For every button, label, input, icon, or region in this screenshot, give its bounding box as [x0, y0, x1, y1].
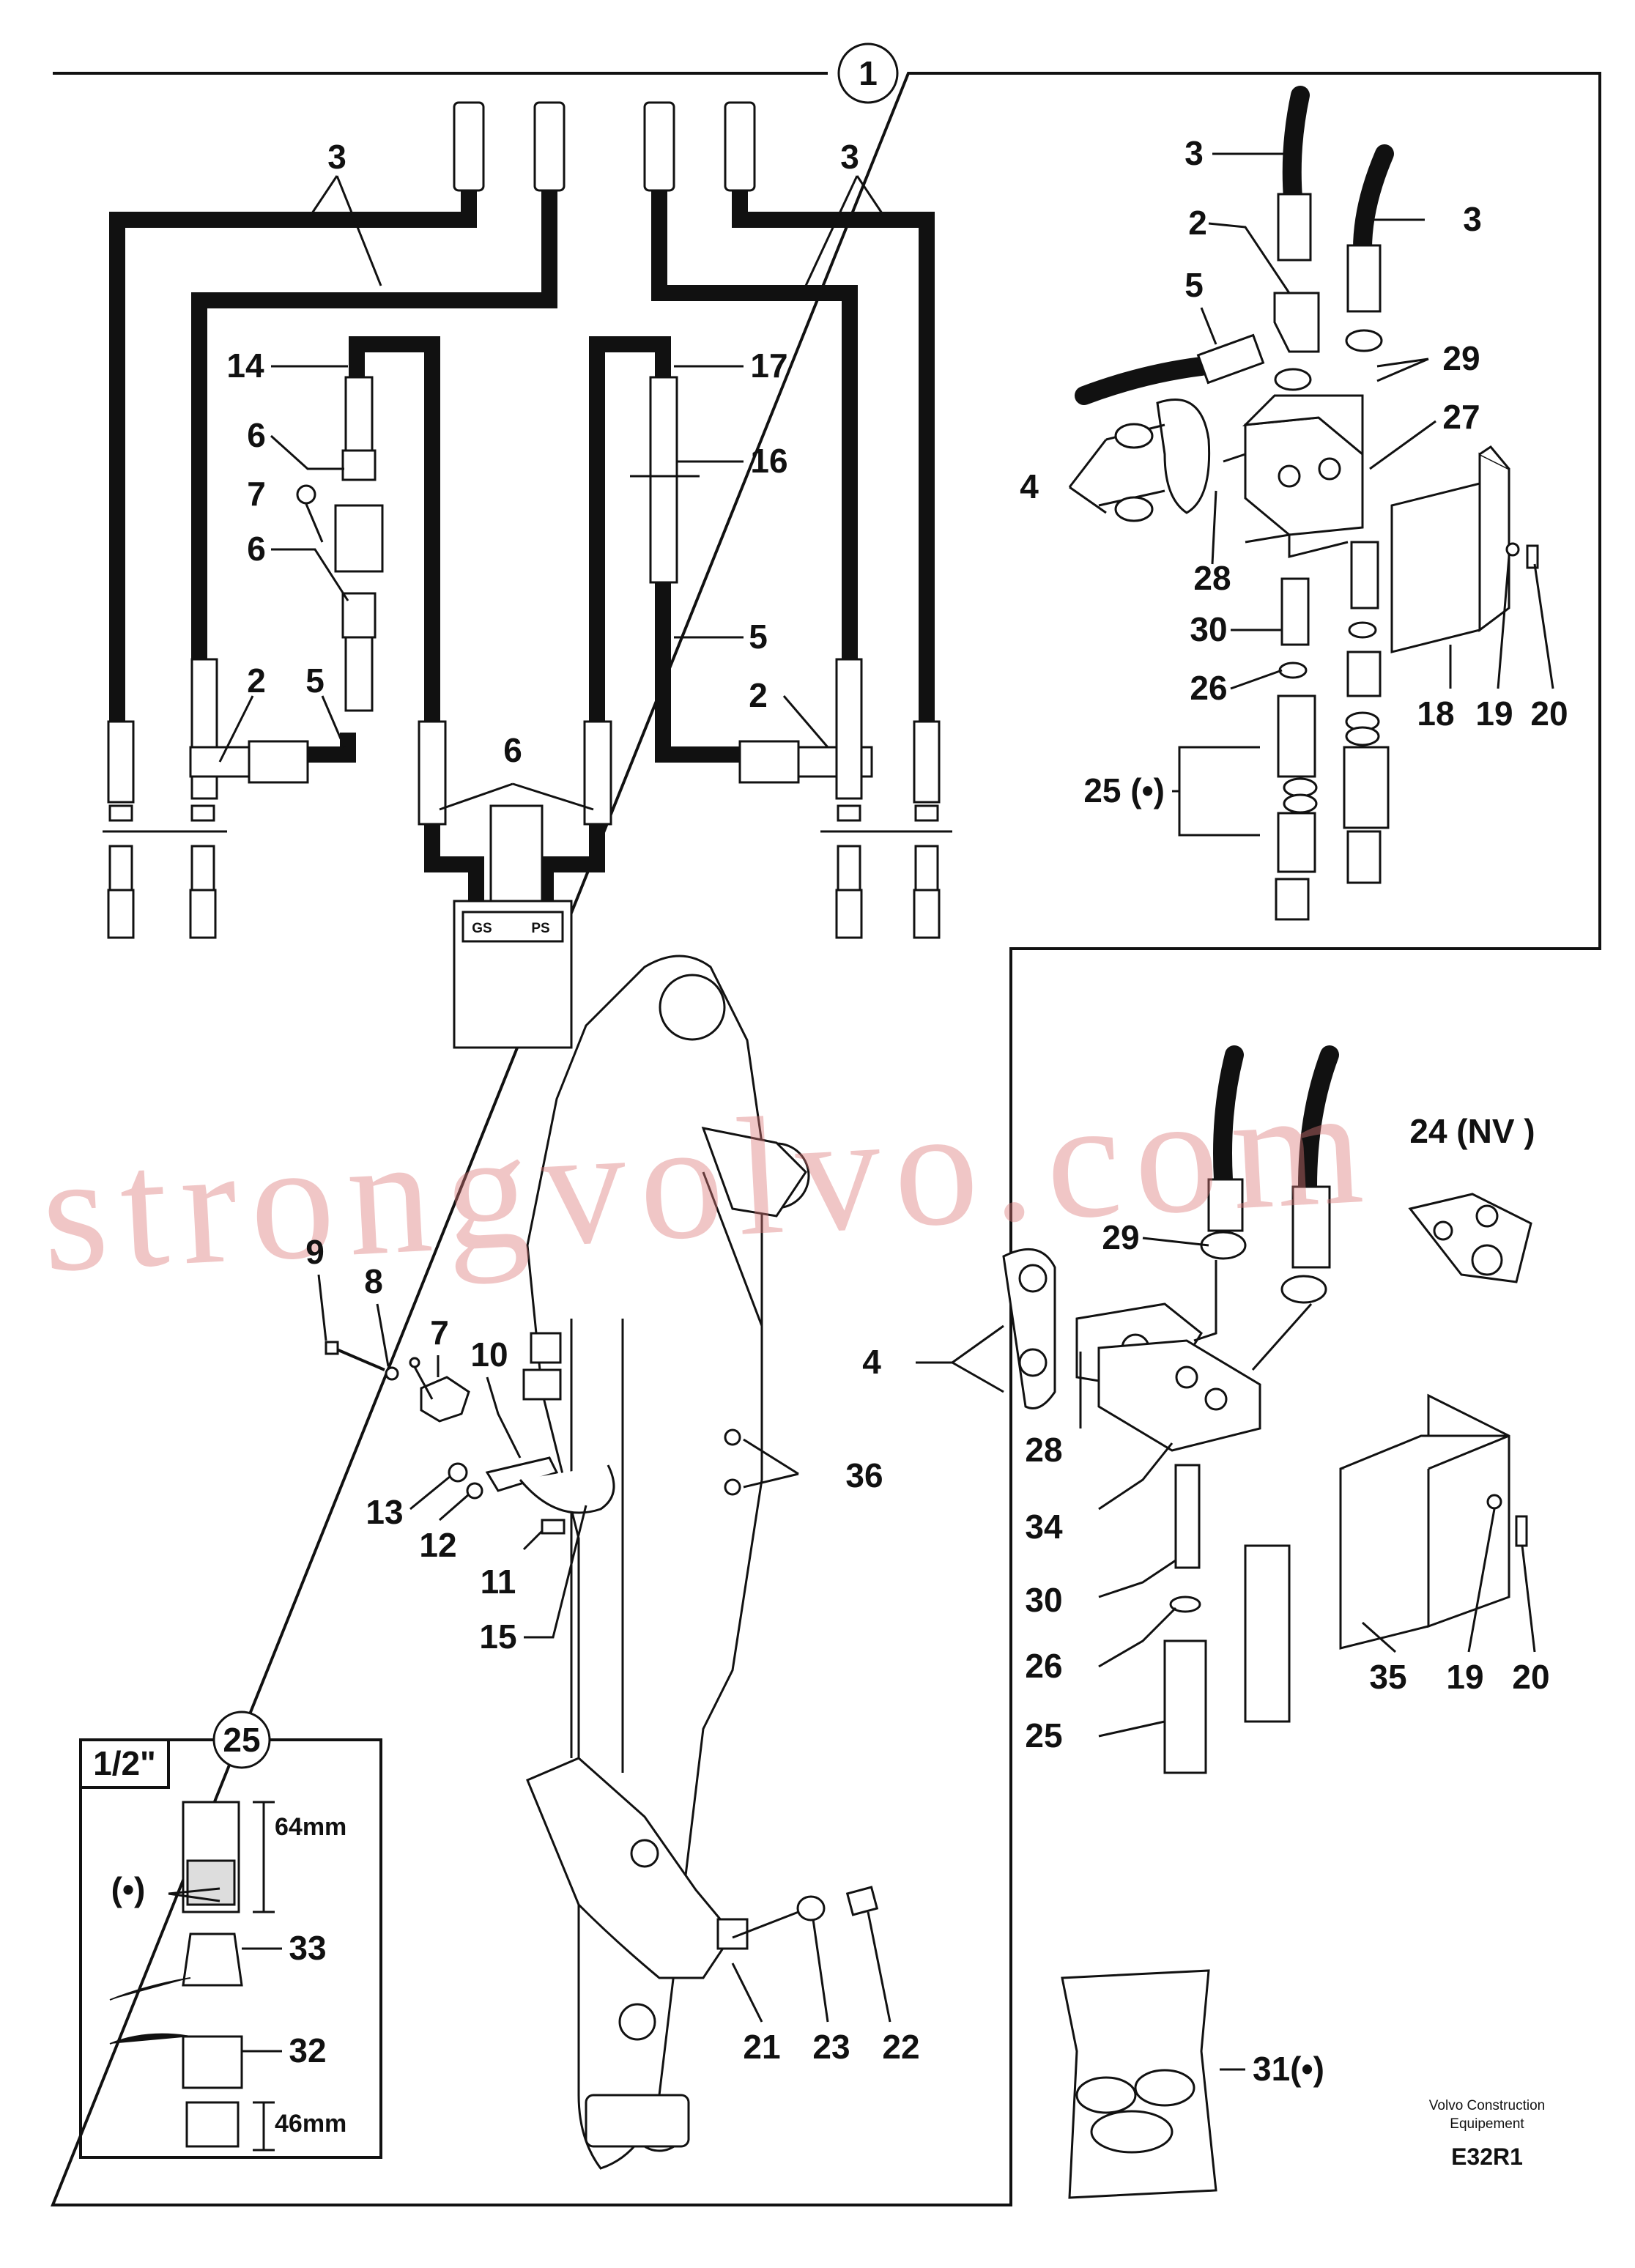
label-36: 36	[845, 1456, 883, 1494]
top-callout-circle	[837, 42, 899, 104]
label-12: 12	[419, 1526, 456, 1564]
label-24-nv: 24 (NV )	[1409, 1112, 1535, 1150]
label-3: 3	[840, 138, 859, 176]
label-5: 5	[749, 618, 768, 656]
top-callout-number: 1	[859, 54, 878, 92]
label-11: 11	[481, 1563, 516, 1601]
label-29: 29	[1102, 1218, 1139, 1256]
label-7: 7	[247, 475, 266, 513]
label-26: 26	[1190, 669, 1227, 707]
label-3: 3	[1463, 200, 1482, 238]
label-3: 3	[1184, 134, 1204, 172]
label-8: 8	[364, 1262, 383, 1300]
label-6: 6	[503, 731, 522, 769]
label-34: 34	[1025, 1508, 1063, 1546]
leader-lines-top-right	[1068, 152, 1554, 837]
label-14: 14	[226, 346, 264, 385]
seal-kit-bag	[1061, 1969, 1245, 2199]
label-28: 28	[1025, 1431, 1062, 1469]
inset-size-label: 1/2"	[93, 1744, 156, 1782]
label-25: 25 (•)	[1083, 771, 1165, 809]
coupler-assembly-bottom	[1002, 1045, 1532, 1774]
label-10: 10	[470, 1335, 508, 1374]
label-5: 5	[305, 662, 325, 700]
label-3: 3	[327, 138, 346, 176]
leader-lines-clamp	[317, 1274, 799, 1639]
hose-routing-left: GS PS	[103, 101, 612, 1049]
label-20: 20	[1530, 694, 1568, 733]
diagram-frame	[51, 72, 1601, 2206]
label-25: 25	[1025, 1716, 1062, 1754]
label-29: 29	[1442, 339, 1480, 377]
label-2: 2	[247, 662, 266, 700]
label-33: 33	[289, 1929, 326, 1967]
label-19: 19	[1475, 694, 1513, 733]
boom-bolts	[731, 1886, 891, 2023]
footer-line2: Equipement	[1450, 2116, 1524, 2132]
label-35: 35	[1369, 1658, 1406, 1696]
coupler-assembly-top	[1075, 86, 1539, 921]
label-21: 21	[743, 2028, 780, 2066]
label-30: 30	[1025, 1581, 1062, 1619]
leader-lines-bottom-right	[916, 1237, 1536, 1738]
callout-labels: 3 3 3 3 14 6 7 6 2 5 6 17 16 5 2 2 5 29 …	[226, 134, 1568, 2088]
label-27: 27	[1442, 398, 1480, 436]
label-13: 13	[366, 1493, 403, 1531]
label-4: 4	[862, 1343, 881, 1381]
label-9: 9	[305, 1233, 325, 1271]
label-15: 15	[479, 1617, 516, 1656]
dimension-bottom: 46mm	[275, 2110, 346, 2138]
label-16: 16	[750, 442, 787, 480]
watermark: strongvolvo.com	[37, 1050, 1380, 1307]
label-20: 20	[1512, 1658, 1549, 1696]
inset-callout-number: 25	[223, 1721, 260, 1759]
label-26: 26	[1025, 1647, 1062, 1685]
boom	[526, 955, 810, 2170]
inset-dot-label: (•)	[111, 1870, 146, 1908]
footer-line1: Volvo Construction	[1429, 2098, 1545, 2113]
label-23: 23	[812, 2028, 850, 2066]
label-30: 30	[1190, 610, 1227, 648]
label-28: 28	[1193, 559, 1231, 597]
label-32: 32	[289, 2031, 326, 2069]
label-31: 31(•)	[1253, 2050, 1324, 2088]
label-2: 2	[1188, 204, 1207, 242]
inset-25	[79, 1711, 382, 2159]
label-17: 17	[750, 346, 787, 385]
clamp-parts	[325, 1341, 615, 1535]
valve-port-gs: GS	[472, 921, 492, 936]
label-4: 4	[1020, 467, 1039, 505]
dimension-top: 64mm	[275, 1813, 346, 1841]
label-6: 6	[247, 530, 266, 568]
label-7: 7	[430, 1313, 449, 1352]
hose-routing-right	[589, 101, 952, 939]
label-22: 22	[882, 2028, 919, 2066]
label-5: 5	[1184, 266, 1204, 304]
label-2: 2	[749, 676, 768, 714]
label-19: 19	[1446, 1658, 1483, 1696]
label-18: 18	[1417, 694, 1454, 733]
label-6: 6	[247, 416, 266, 454]
valve-port-ps: PS	[531, 921, 549, 936]
footer-code: E32R1	[1451, 2143, 1523, 2170]
leader-lines-top	[218, 175, 888, 811]
